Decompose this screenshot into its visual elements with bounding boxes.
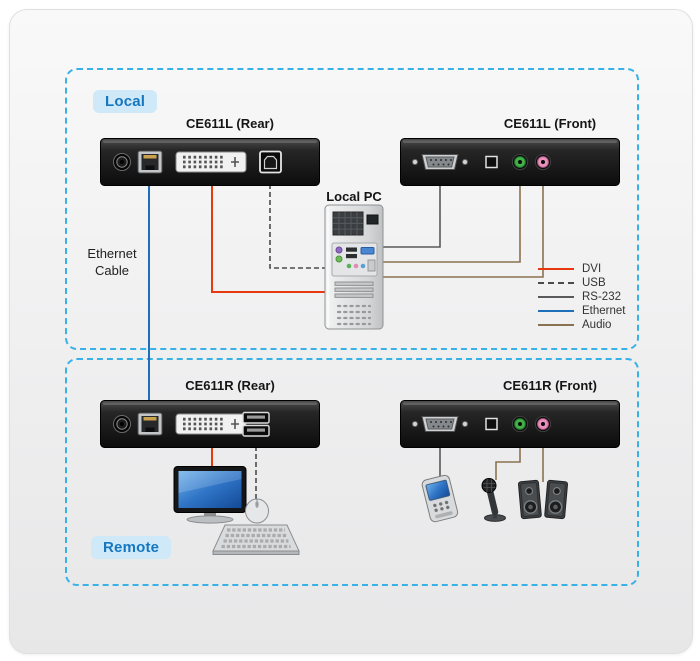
legend-label-ethernet: Ethernet xyxy=(582,305,626,317)
audio-jack-green xyxy=(511,415,529,433)
legend-label-audio: Audio xyxy=(582,319,612,331)
legend-line-usb xyxy=(538,282,574,284)
usb-port-small xyxy=(485,155,498,169)
pc-io-panel xyxy=(331,242,378,277)
label-ce611l-rear: CE611L (Rear) xyxy=(186,116,274,131)
device-ce611l-rear xyxy=(100,138,320,186)
section-label-local: Local xyxy=(93,90,158,113)
serial-db9-port xyxy=(411,154,469,170)
dvi-port xyxy=(175,413,247,435)
dvi-port xyxy=(175,151,247,173)
legend-item-usb: USB xyxy=(538,277,625,289)
audio-jack-pink xyxy=(534,153,552,171)
legend-label-dvi: DVI xyxy=(582,263,602,275)
serial-device-icon xyxy=(421,474,459,523)
legend-line-ethernet xyxy=(538,310,574,312)
mouse-icon xyxy=(245,498,269,524)
pc-psu-vent xyxy=(332,211,364,236)
speakers-icon xyxy=(518,479,568,520)
ethernet-cable-note: Ethernet Cable xyxy=(87,246,137,278)
legend-item-audio: Audio xyxy=(538,319,625,331)
legend: DVI USB RS-232 Ethernet Audio xyxy=(538,263,625,333)
legend-line-rs232 xyxy=(538,296,574,298)
legend-line-dvi xyxy=(538,268,574,270)
serial-db9-port xyxy=(411,416,469,432)
local-pc-tower xyxy=(324,204,384,330)
usb-a-ports xyxy=(242,411,270,437)
legend-label-usb: USB xyxy=(582,277,606,289)
keyboard-icon xyxy=(212,524,300,555)
rj45-port xyxy=(137,150,163,174)
rj45-port xyxy=(137,412,163,436)
section-label-remote: Remote xyxy=(91,536,172,559)
audio-jack-pink xyxy=(534,415,552,433)
label-ce611r-front: CE611R (Front) xyxy=(503,378,597,393)
usb-b-port xyxy=(259,150,282,174)
device-ce611l-front xyxy=(400,138,620,186)
legend-item-ethernet: Ethernet xyxy=(538,305,625,317)
pc-power-socket xyxy=(366,214,379,225)
microphone-icon xyxy=(481,478,506,522)
legend-line-audio xyxy=(538,324,574,326)
usb-port-small xyxy=(485,417,498,431)
pc-expansion-slots xyxy=(334,281,374,298)
legend-label-rs232: RS-232 xyxy=(582,291,621,303)
label-local-pc: Local PC xyxy=(326,189,382,204)
audio-jack-green xyxy=(511,153,529,171)
section-remote xyxy=(65,358,639,586)
device-ce611r-front xyxy=(400,400,620,448)
legend-item-dvi: DVI xyxy=(538,263,625,275)
monitor-icon xyxy=(173,466,247,524)
section-local xyxy=(65,68,639,350)
power-jack xyxy=(113,415,131,433)
device-ce611r-rear xyxy=(100,400,320,448)
label-ce611l-front: CE611L (Front) xyxy=(503,116,597,131)
label-ce611r-rear: CE611R (Rear) xyxy=(185,378,275,393)
power-jack xyxy=(113,153,131,171)
legend-item-rs232: RS-232 xyxy=(538,291,625,303)
